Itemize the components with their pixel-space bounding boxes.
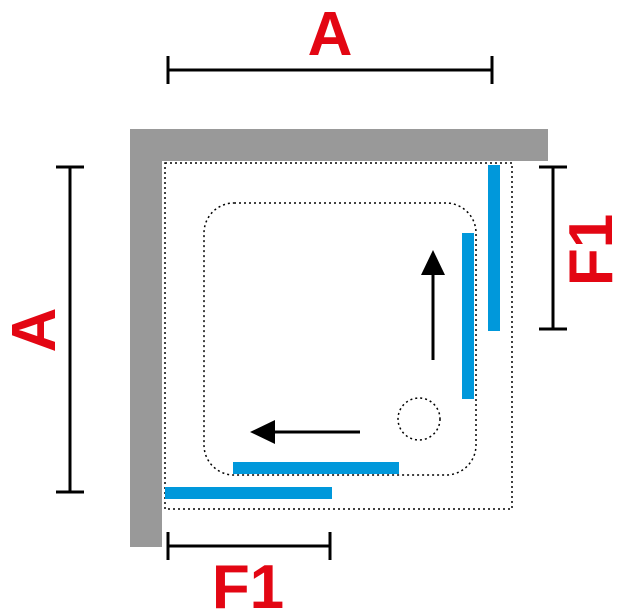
shower-tray-outline xyxy=(203,202,477,476)
label-right-f1: F1 xyxy=(557,214,623,286)
dimension-lines xyxy=(56,56,567,560)
label-top-width: A xyxy=(308,0,353,69)
glass-panels xyxy=(165,165,500,499)
label-bottom-f1: F1 xyxy=(212,553,284,616)
label-left-depth: A xyxy=(0,308,69,353)
enclosure-outline xyxy=(164,162,513,510)
drain-icon xyxy=(397,397,441,441)
walls xyxy=(130,129,548,547)
sliding-arrows xyxy=(250,250,445,444)
